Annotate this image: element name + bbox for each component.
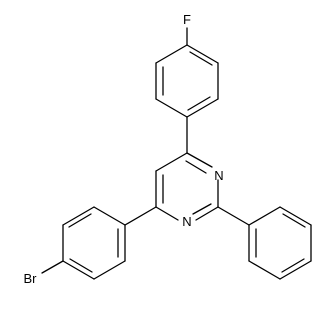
bond-pyrimidine-bromophenyl xyxy=(124,206,157,226)
bond-c-br xyxy=(41,260,64,274)
bond xyxy=(62,206,95,226)
bond xyxy=(248,206,281,226)
bond xyxy=(186,98,219,118)
bond xyxy=(155,44,188,64)
bromophenyl-ring xyxy=(62,206,126,280)
double-bond-inner xyxy=(282,213,306,228)
atom-label-nitrogen: N xyxy=(182,214,191,229)
fluorophenyl-ring xyxy=(155,44,219,118)
atom-label-fluorine: F xyxy=(183,12,191,27)
bond xyxy=(93,206,126,226)
double-bond-inner xyxy=(69,258,93,273)
double-bond-inner xyxy=(189,51,213,66)
double-bond-inner xyxy=(281,258,305,273)
double-bond-inner xyxy=(187,96,211,111)
bond-pyrimidine-phenyl xyxy=(217,206,250,226)
double-bond-inner xyxy=(68,213,92,228)
atom-label-bromine: Br xyxy=(24,271,38,286)
bond xyxy=(155,206,179,221)
bond xyxy=(155,152,188,172)
phenyl-ring xyxy=(248,206,312,280)
double-bond-inner xyxy=(185,160,207,174)
pyrimidine-ring xyxy=(155,152,219,221)
bond xyxy=(155,98,188,118)
atom-label-nitrogen: N xyxy=(214,168,223,183)
bond xyxy=(248,260,281,280)
bond xyxy=(195,206,219,221)
double-bond-inner xyxy=(192,203,212,215)
bond xyxy=(279,206,312,226)
bond xyxy=(186,152,213,168)
bond xyxy=(62,260,95,280)
bond xyxy=(279,260,312,280)
bond xyxy=(186,44,219,64)
bond xyxy=(93,260,126,280)
